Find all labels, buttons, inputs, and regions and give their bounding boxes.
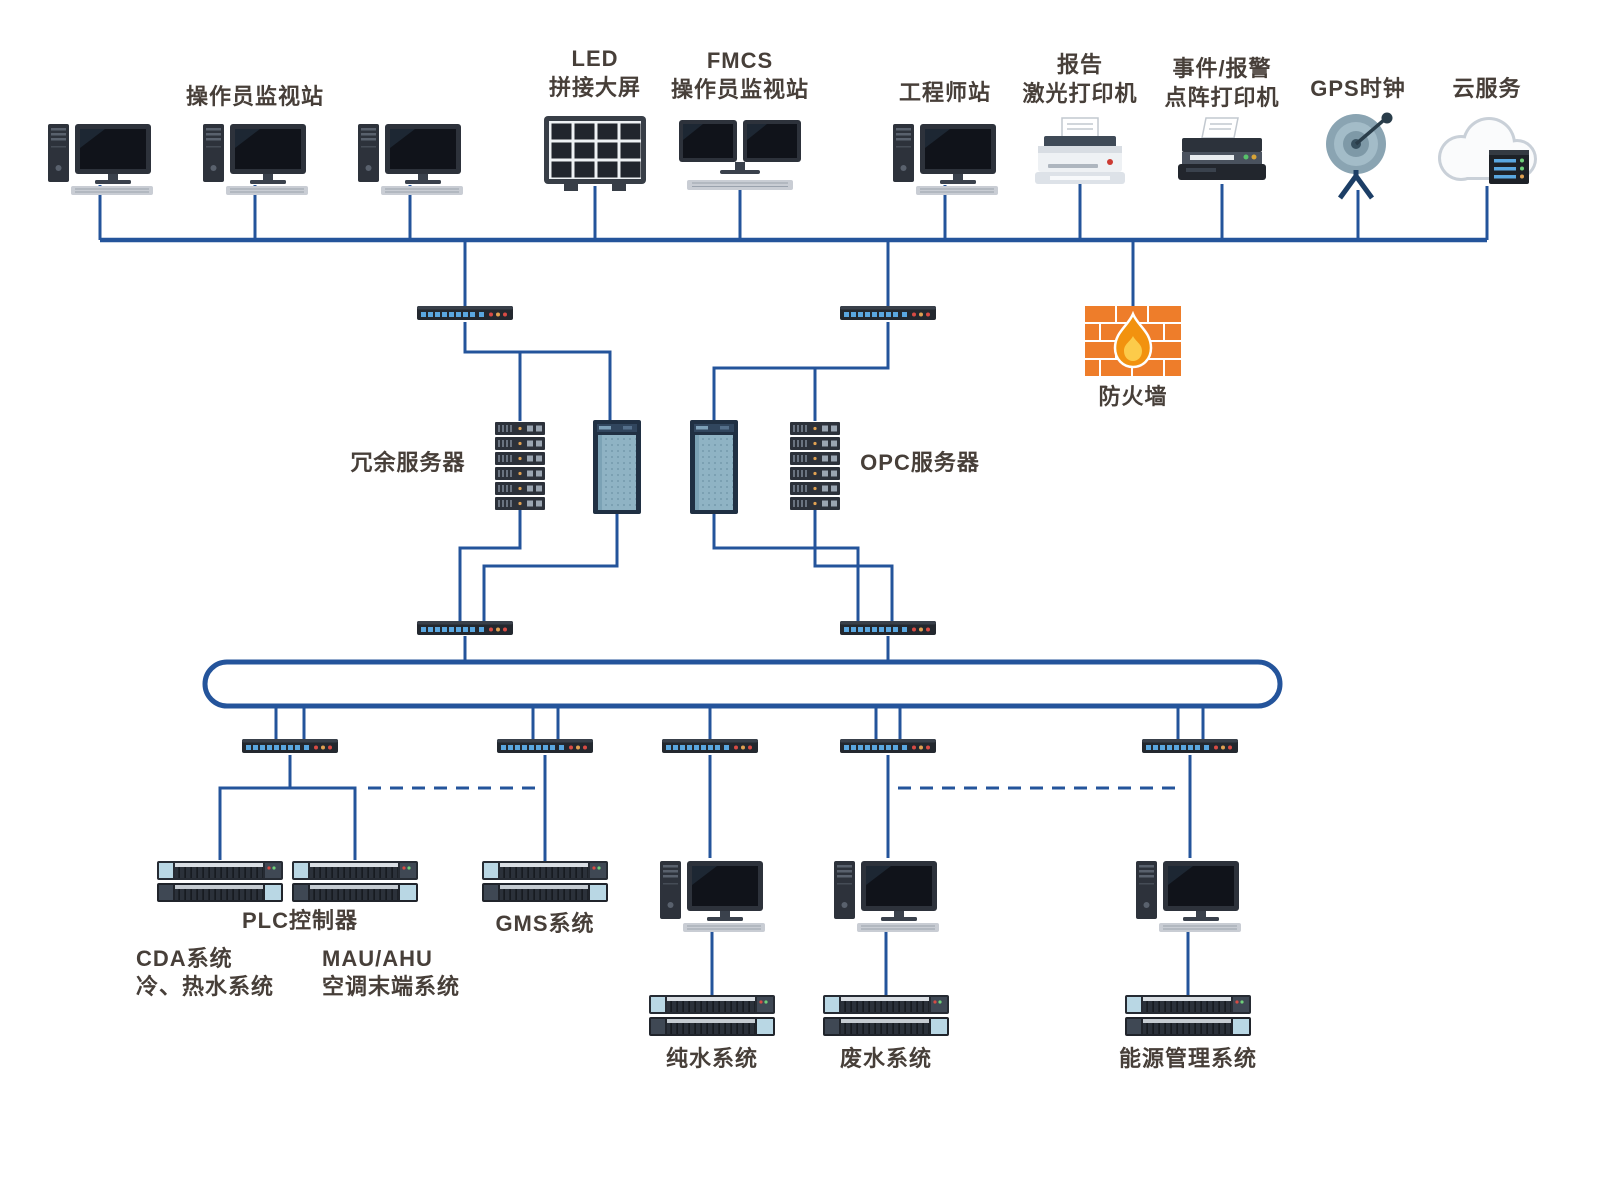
dot-matrix-printer-icon	[1177, 117, 1267, 181]
label-mau-line1: MAU/AHU	[322, 946, 433, 971]
label-engineer-station: 工程师站	[899, 80, 991, 105]
energy-workstation-icon	[1135, 860, 1242, 933]
server-cabinet-icon-2	[690, 420, 738, 514]
wire	[482, 512, 619, 621]
distribution-switch-a-icon	[417, 621, 513, 635]
label-led-line1: LED	[572, 46, 619, 71]
network-connections	[98, 184, 1489, 996]
opc-server-rack-icon	[790, 422, 840, 510]
label-mau-line2: 空调末端系统	[322, 974, 460, 999]
gms-rack-icon	[482, 861, 608, 902]
operator-workstation-icon-3	[357, 123, 464, 196]
operator-workstation-icon-2	[202, 123, 309, 196]
label-led-line2: 拼接大屏	[549, 75, 641, 100]
label-cda-line2: 冷、热水系统	[136, 974, 274, 999]
label-plc-controller: PLC控制器	[242, 908, 358, 933]
core-switch-a-icon	[417, 306, 513, 320]
label-gms-system: GMS系统	[495, 911, 594, 936]
label-energy-mgmt: 能源管理系统	[1119, 1046, 1257, 1071]
label-dot-line1: 事件/报警	[1172, 56, 1271, 81]
label-gps-clock: GPS时钟	[1310, 76, 1405, 101]
label-waste-water: 废水系统	[840, 1046, 932, 1071]
redundant-server-rack-icon	[495, 422, 545, 510]
label-cloud-service: 云服务	[1452, 76, 1521, 101]
wire	[712, 512, 860, 621]
waste-water-workstation-icon	[833, 860, 940, 933]
field-switch-icon-3	[662, 739, 758, 753]
engineer-workstation-icon	[892, 123, 999, 196]
fmcs-workstation-icon	[678, 119, 802, 191]
core-switch-b-icon	[840, 306, 936, 320]
wire	[813, 510, 894, 621]
label-pure-water: 纯水系统	[666, 1046, 758, 1071]
laser-printer-icon	[1034, 117, 1126, 185]
plc-rack-icon-1	[157, 861, 283, 902]
field-switch-icon-4	[840, 739, 936, 753]
plc-rack-icon-2	[292, 861, 418, 902]
field-switch-icon-1	[242, 739, 338, 753]
label-dot-line2: 点阵打印机	[1164, 85, 1279, 110]
label-laser-line1: 报告	[1057, 52, 1103, 77]
label-opc-server: OPC服务器	[860, 450, 980, 475]
wire	[712, 322, 890, 421]
operator-workstation-icon-1	[47, 123, 154, 196]
field-switch-icon-2	[497, 739, 593, 753]
label-laser-line2: 激光打印机	[1022, 81, 1137, 106]
led-wall-icon	[544, 116, 646, 191]
gps-clock-icon	[1326, 113, 1393, 199]
wire	[463, 322, 612, 421]
label-fmcs-line2: 操作员监视站	[671, 77, 809, 102]
label-firewall: 防火墙	[1098, 384, 1167, 409]
wire	[218, 786, 357, 860]
distribution-switch-b-icon	[840, 621, 936, 635]
energy-plc-icon	[1125, 995, 1251, 1036]
wire	[458, 510, 522, 621]
waste-water-plc-icon	[823, 995, 949, 1036]
firewall-icon	[1085, 306, 1181, 378]
label-redundant-server: 冗余服务器	[350, 450, 465, 475]
cloud-service-icon	[1438, 117, 1537, 184]
server-cabinet-icon-1	[593, 420, 641, 514]
field-switch-icon-5	[1142, 739, 1238, 753]
ring-bus	[202, 659, 1283, 709]
pure-water-workstation-icon	[659, 860, 766, 933]
pure-water-plc-icon	[649, 995, 775, 1036]
label-operator-station: 操作员监视站	[186, 84, 324, 109]
label-cda-line1: CDA系统	[136, 946, 233, 971]
label-fmcs-line1: FMCS	[707, 48, 773, 73]
